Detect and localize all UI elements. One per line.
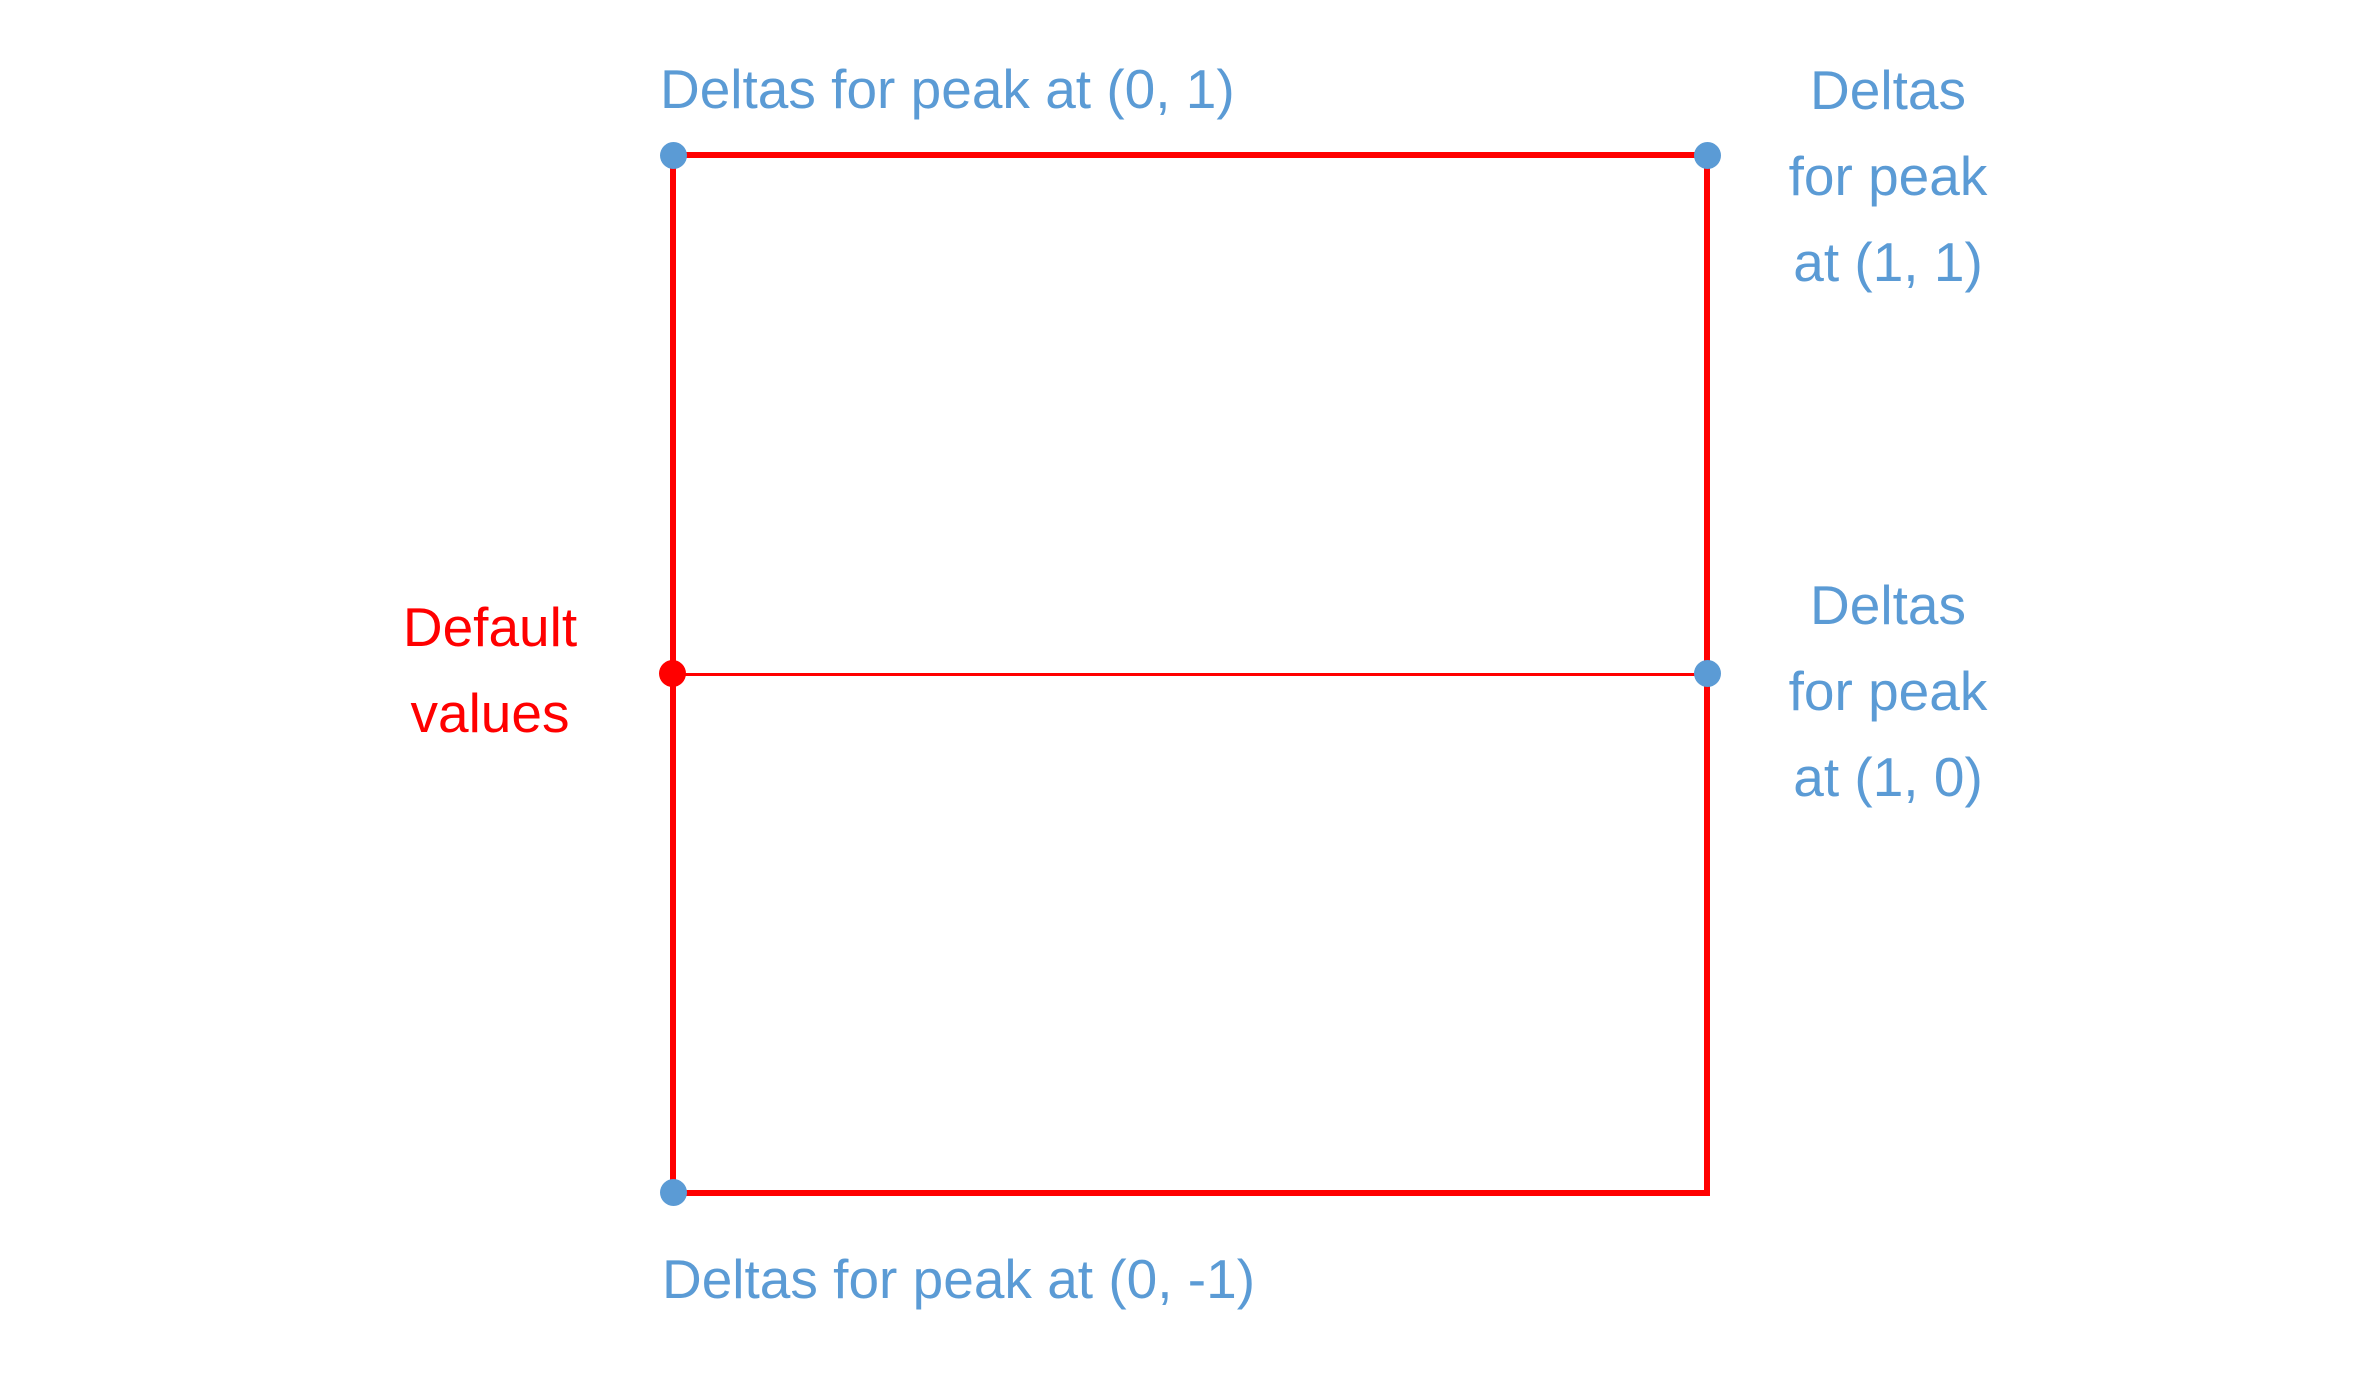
square-top-edge bbox=[670, 152, 1710, 158]
label-peak-1-1: Deltas for peak at (1, 1) bbox=[1638, 47, 2138, 305]
point-peak-1-0-dot bbox=[1694, 660, 1721, 687]
label-default-values-line-2: values bbox=[410, 682, 570, 744]
point-peak-0-1-dot bbox=[660, 142, 687, 169]
label-peak-1-1-line-3: at (1, 1) bbox=[1793, 231, 1983, 293]
label-default-values: Default values bbox=[290, 584, 690, 756]
square-bottom-edge bbox=[670, 1190, 1710, 1196]
point-peak-1-1-dot bbox=[1694, 142, 1721, 169]
label-peak-1-0-line-1: Deltas bbox=[1810, 574, 1966, 636]
label-peak-1-0: Deltas for peak at (1, 0) bbox=[1638, 562, 2138, 820]
label-peak-1-0-line-3: at (1, 0) bbox=[1793, 746, 1983, 808]
label-peak-1-0-line-2: for peak bbox=[1788, 660, 1988, 722]
label-peak-1-1-line-2: for peak bbox=[1788, 145, 1988, 207]
label-peak-1-1-line-1: Deltas bbox=[1810, 59, 1966, 121]
label-default-values-line-1: Default bbox=[402, 596, 578, 658]
label-peak-0-neg1: Deltas for peak at (0, -1) bbox=[662, 1248, 1256, 1310]
point-peak-0-neg1-dot bbox=[660, 1179, 687, 1206]
label-peak-0-1: Deltas for peak at (0, 1) bbox=[660, 58, 1235, 120]
point-default-dot bbox=[659, 660, 686, 687]
middle-line bbox=[673, 673, 1707, 676]
